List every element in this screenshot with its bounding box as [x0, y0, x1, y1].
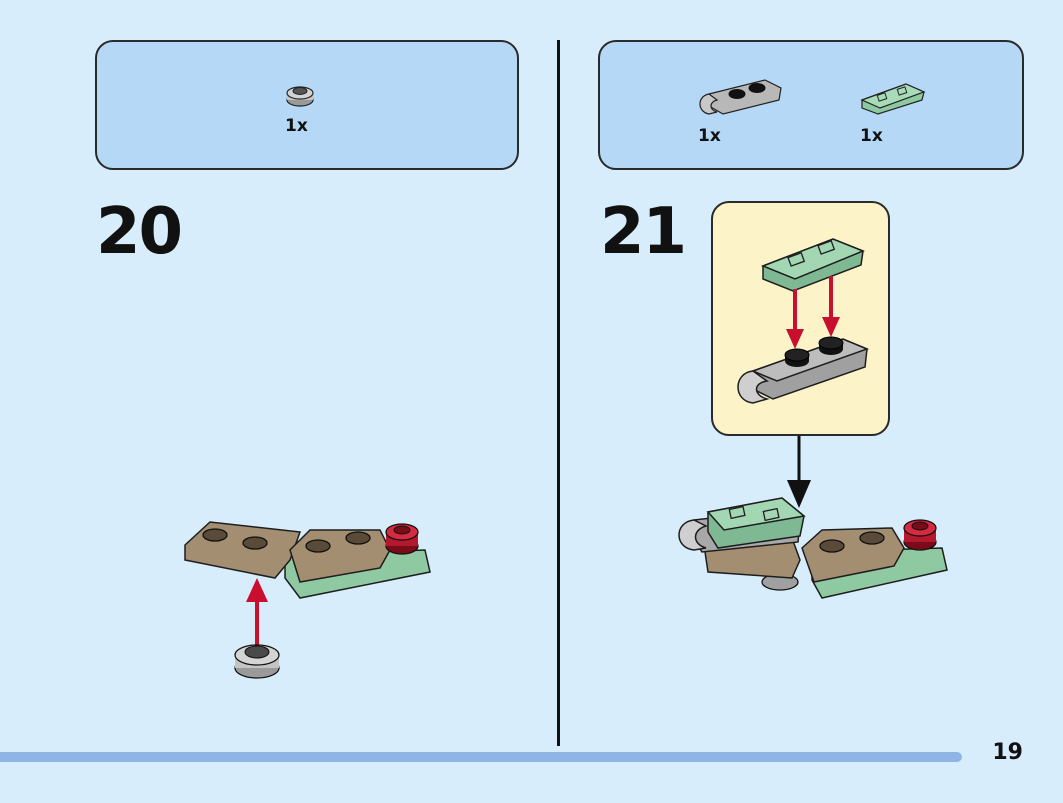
- sub-assembly-illustration: [737, 238, 870, 404]
- assembly-illustration-step-21: [678, 497, 948, 599]
- clip-plate-1x2-grey-icon: [699, 79, 782, 115]
- parts-list-step-21: 1x 1x: [598, 40, 1024, 170]
- round-plate-1x1-grey-icon: [286, 86, 314, 107]
- part-quantity: 1x: [860, 126, 883, 146]
- step-number: 21: [600, 195, 687, 269]
- step-divider: [557, 40, 560, 746]
- page-number: 19: [992, 740, 1023, 765]
- parts-list-step-20: 1x: [95, 40, 519, 170]
- progress-bar: [0, 752, 962, 762]
- part-quantity: 1x: [698, 126, 721, 146]
- tile-1x2-sand-green-icon: [860, 83, 926, 115]
- step-number: 20: [96, 195, 183, 269]
- sub-assembly-callout: [711, 201, 890, 436]
- part-quantity: 1x: [285, 116, 308, 136]
- callout-arrow-icon: [787, 436, 811, 508]
- assembly-illustration-step-20: [184, 521, 431, 679]
